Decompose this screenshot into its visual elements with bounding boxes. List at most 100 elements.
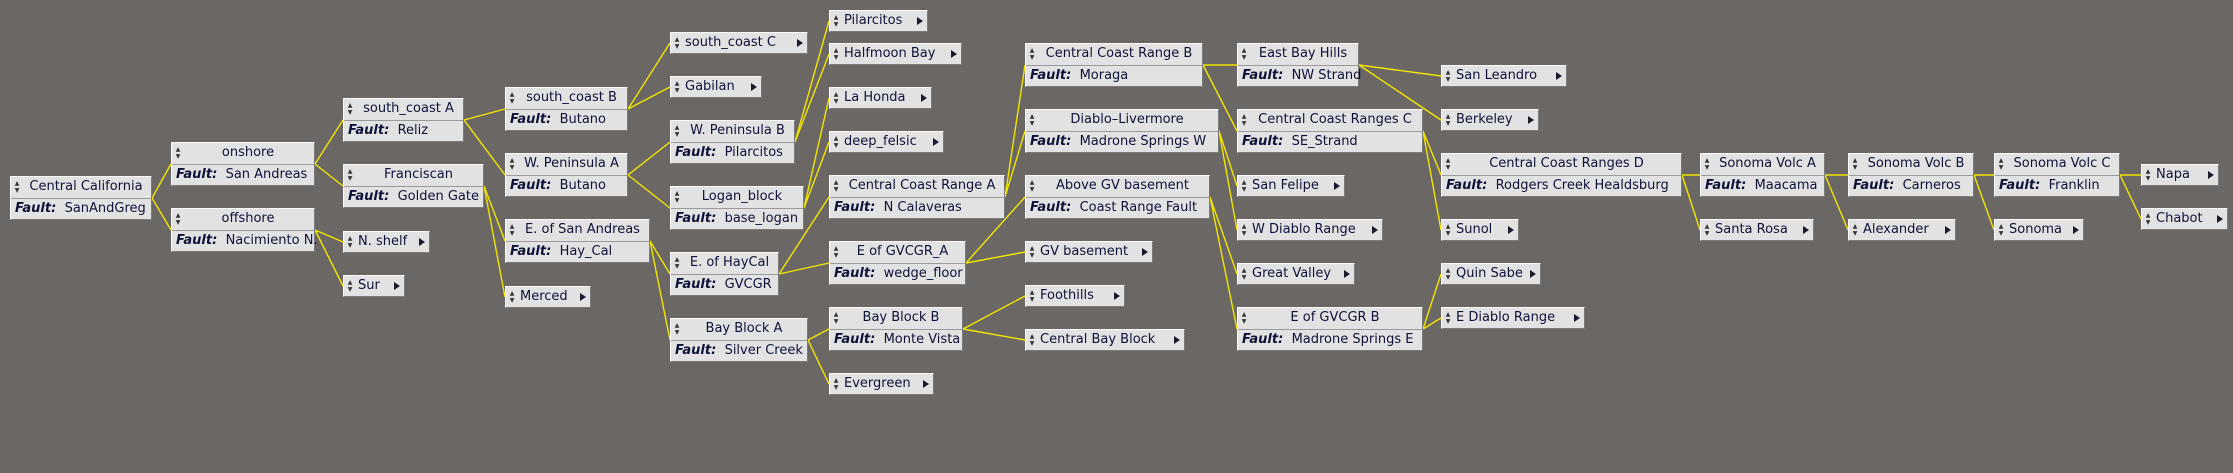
- up-down-arrows-icon[interactable]: ▲▼: [833, 311, 839, 325]
- node-napa[interactable]: ▲▼Napa: [2141, 164, 2219, 186]
- up-down-arrows-icon[interactable]: ▲▼: [1445, 157, 1451, 171]
- node-san-leandro[interactable]: ▲▼San Leandro: [1441, 65, 1567, 87]
- up-down-arrows-icon[interactable]: ▲▼: [1704, 157, 1710, 171]
- node-e-diablo-range[interactable]: ▲▼E Diablo Range: [1441, 307, 1585, 329]
- expand-arrow-icon[interactable]: [1528, 116, 1534, 124]
- expand-arrow-icon[interactable]: [1530, 270, 1536, 278]
- up-down-arrows-icon[interactable]: ▲▼: [1445, 69, 1451, 83]
- up-down-arrows-icon[interactable]: ▲▼: [1029, 113, 1035, 127]
- up-down-arrows-icon[interactable]: ▲▼: [833, 377, 839, 391]
- up-down-arrows-icon[interactable]: ▲▼: [1998, 223, 2004, 237]
- node-halfmoon-bay[interactable]: ▲▼Halfmoon Bay: [829, 43, 962, 65]
- up-down-arrows-icon[interactable]: ▲▼: [1029, 47, 1035, 61]
- node-berkeley[interactable]: ▲▼Berkeley: [1441, 109, 1539, 131]
- expand-arrow-icon[interactable]: [921, 94, 927, 102]
- node-deep-felsic[interactable]: ▲▼deep_felsic: [829, 131, 944, 153]
- up-down-arrows-icon[interactable]: ▲▼: [674, 322, 680, 336]
- expand-arrow-icon[interactable]: [1372, 226, 1378, 234]
- expand-arrow-icon[interactable]: [394, 282, 400, 290]
- up-down-arrows-icon[interactable]: ▲▼: [347, 235, 353, 249]
- node-quin-sabe[interactable]: ▲▼Quin Sabe: [1441, 263, 1541, 285]
- node-gabilan[interactable]: ▲▼Gabilan: [670, 76, 762, 98]
- node-chabot[interactable]: ▲▼Chabot: [2141, 208, 2228, 230]
- up-down-arrows-icon[interactable]: ▲▼: [1241, 311, 1247, 325]
- up-down-arrows-icon[interactable]: ▲▼: [674, 80, 680, 94]
- expand-arrow-icon[interactable]: [1334, 182, 1340, 190]
- expand-arrow-icon[interactable]: [1803, 226, 1809, 234]
- up-down-arrows-icon[interactable]: ▲▼: [674, 256, 680, 270]
- up-down-arrows-icon[interactable]: ▲▼: [1241, 47, 1247, 61]
- up-down-arrows-icon[interactable]: ▲▼: [1241, 113, 1247, 127]
- up-down-arrows-icon[interactable]: ▲▼: [14, 180, 20, 194]
- node-alexander[interactable]: ▲▼Alexander: [1848, 219, 1956, 241]
- up-down-arrows-icon[interactable]: ▲▼: [833, 47, 839, 61]
- up-down-arrows-icon[interactable]: ▲▼: [2145, 212, 2151, 226]
- up-down-arrows-icon[interactable]: ▲▼: [1998, 157, 2004, 171]
- expand-arrow-icon[interactable]: [2073, 226, 2079, 234]
- up-down-arrows-icon[interactable]: ▲▼: [1241, 179, 1247, 193]
- expand-arrow-icon[interactable]: [797, 39, 803, 47]
- expand-arrow-icon[interactable]: [933, 138, 939, 146]
- up-down-arrows-icon[interactable]: ▲▼: [833, 91, 839, 105]
- up-down-arrows-icon[interactable]: ▲▼: [1241, 267, 1247, 281]
- up-down-arrows-icon[interactable]: ▲▼: [175, 212, 181, 226]
- up-down-arrows-icon[interactable]: ▲▼: [1704, 223, 1710, 237]
- expand-arrow-icon[interactable]: [951, 50, 957, 58]
- expand-arrow-icon[interactable]: [1142, 248, 1148, 256]
- expand-arrow-icon[interactable]: [923, 380, 929, 388]
- node-pilarcitos[interactable]: ▲▼Pilarcitos: [829, 10, 928, 32]
- expand-arrow-icon[interactable]: [1114, 292, 1120, 300]
- node-w-diablo-range[interactable]: ▲▼W Diablo Range: [1237, 219, 1383, 241]
- up-down-arrows-icon[interactable]: ▲▼: [347, 279, 353, 293]
- node-san-felipe[interactable]: ▲▼San Felipe: [1237, 175, 1345, 197]
- node-sonoma[interactable]: ▲▼Sonoma: [1994, 219, 2084, 241]
- expand-arrow-icon[interactable]: [1574, 314, 1580, 322]
- up-down-arrows-icon[interactable]: ▲▼: [833, 14, 839, 28]
- up-down-arrows-icon[interactable]: ▲▼: [1029, 245, 1035, 259]
- node-merced[interactable]: ▲▼Merced: [505, 286, 591, 308]
- expand-arrow-icon[interactable]: [419, 238, 425, 246]
- expand-arrow-icon[interactable]: [917, 17, 923, 25]
- up-down-arrows-icon[interactable]: ▲▼: [833, 135, 839, 149]
- up-down-arrows-icon[interactable]: ▲▼: [347, 168, 353, 182]
- node-n-shelf[interactable]: ▲▼N. shelf: [343, 231, 430, 253]
- node-gv-basement[interactable]: ▲▼GV basement: [1025, 241, 1153, 263]
- node-sunol[interactable]: ▲▼Sunol: [1441, 219, 1519, 241]
- up-down-arrows-icon[interactable]: ▲▼: [1029, 333, 1035, 347]
- node-foothills[interactable]: ▲▼Foothills: [1025, 285, 1125, 307]
- up-down-arrows-icon[interactable]: ▲▼: [833, 245, 839, 259]
- up-down-arrows-icon[interactable]: ▲▼: [175, 146, 181, 160]
- node-south-coast-c[interactable]: ▲▼south_coast C: [670, 32, 808, 54]
- up-down-arrows-icon[interactable]: ▲▼: [674, 36, 680, 50]
- expand-arrow-icon[interactable]: [2217, 215, 2223, 223]
- up-down-arrows-icon[interactable]: ▲▼: [1445, 311, 1451, 325]
- node-santa-rosa[interactable]: ▲▼Santa Rosa: [1700, 219, 1814, 241]
- up-down-arrows-icon[interactable]: ▲▼: [1241, 223, 1247, 237]
- up-down-arrows-icon[interactable]: ▲▼: [833, 179, 839, 193]
- up-down-arrows-icon[interactable]: ▲▼: [674, 190, 680, 204]
- node-central-bay-block[interactable]: ▲▼Central Bay Block: [1025, 329, 1185, 351]
- up-down-arrows-icon[interactable]: ▲▼: [2145, 168, 2151, 182]
- node-sur[interactable]: ▲▼Sur: [343, 275, 405, 297]
